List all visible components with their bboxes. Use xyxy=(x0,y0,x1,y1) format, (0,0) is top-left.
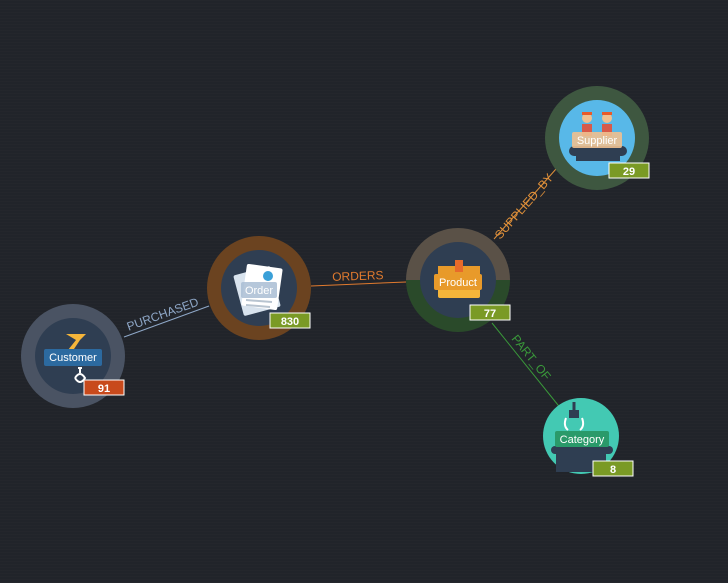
robot-arm-icon xyxy=(551,402,613,472)
edge-label-purchased: PURCHASED xyxy=(125,295,201,334)
count-order: 830 xyxy=(281,316,299,328)
node-supplier[interactable]: Supplier 29 xyxy=(545,86,650,190)
category-label-bg xyxy=(555,431,609,447)
count-badge-product xyxy=(469,304,511,321)
edge-purchased[interactable]: PURCHASED xyxy=(123,295,210,338)
edge-label-part-of: PART_OF xyxy=(509,332,554,383)
node-label-product: Product xyxy=(439,277,477,289)
edge-label-supplied-by: SUPPLIED_BY xyxy=(492,171,556,242)
node-label-category: Category xyxy=(560,434,605,446)
count-badge-customer xyxy=(83,379,125,396)
customer-icon xyxy=(66,334,87,383)
count-customer: 91 xyxy=(98,383,110,395)
edge-supplied-by[interactable]: SUPPLIED_BY xyxy=(492,168,557,242)
edge-orders[interactable]: ORDERS xyxy=(310,268,407,287)
count-badge-category xyxy=(592,460,634,477)
node-label-customer: Customer xyxy=(49,352,97,364)
order-label-bg xyxy=(241,282,277,298)
supplier-label-bg xyxy=(572,132,622,148)
count-badge-order xyxy=(269,312,311,329)
node-category[interactable]: Category 8 xyxy=(543,398,634,477)
workers-icon xyxy=(569,112,627,161)
node-customer[interactable]: Customer 91 xyxy=(21,304,125,408)
count-badge-supplier xyxy=(608,162,650,179)
product-label-bg xyxy=(434,274,482,290)
node-label-supplier: Supplier xyxy=(577,135,618,147)
edge-part-of[interactable]: PART_OF xyxy=(491,322,563,411)
customer-label-bg xyxy=(44,349,102,366)
node-label-order: Order xyxy=(245,285,273,297)
edge-label-orders: ORDERS xyxy=(332,268,384,284)
node-product[interactable]: Product 77 xyxy=(406,228,511,332)
count-supplier: 29 xyxy=(623,166,635,178)
count-product: 77 xyxy=(484,308,496,320)
count-category: 8 xyxy=(610,464,616,476)
node-order[interactable]: Order 830 xyxy=(207,236,311,340)
